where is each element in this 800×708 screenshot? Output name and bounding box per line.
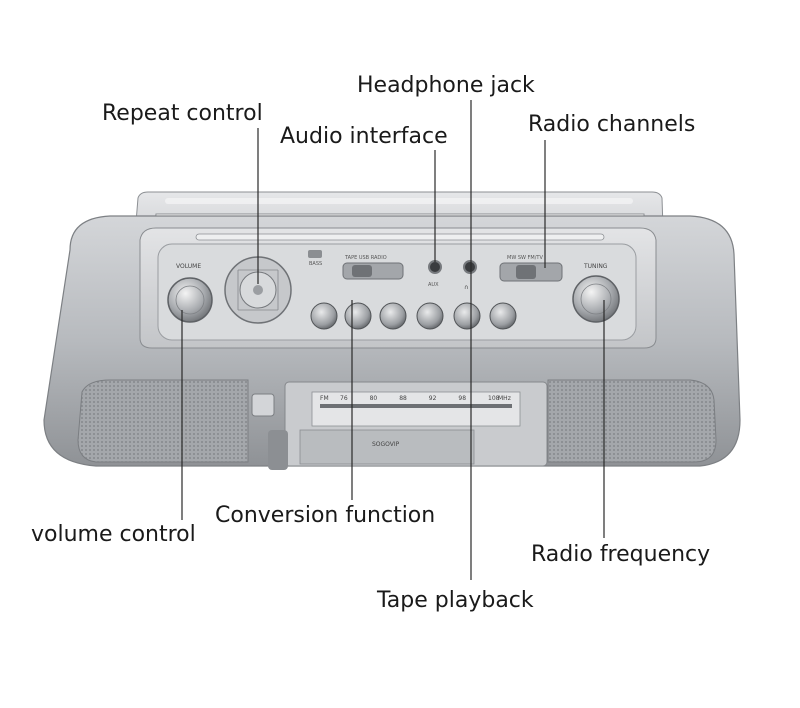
callout-radio-channels: Radio channels (526, 112, 698, 138)
source-selector-label: TAPE USB RADIO (344, 255, 387, 261)
transport-button-1[interactable] (310, 302, 338, 330)
callout-audio-interface: Audio interface (278, 124, 450, 150)
cassette-deck: FM MHz 76 80 88 92 98 108 SOGOVIP (284, 381, 548, 467)
repeat-control-pad[interactable] (224, 256, 292, 324)
tuning-label: TUNING (583, 263, 608, 270)
dial-scale-label: 80 (370, 395, 378, 402)
headphone-icon: ∩ (464, 284, 468, 291)
callout-headphone-jack: Headphone jack (355, 73, 537, 99)
left-speaker-grille (77, 379, 249, 463)
aux-label: AUX (428, 282, 439, 288)
right-speaker-grille (547, 379, 717, 463)
transport-button-5[interactable] (453, 302, 481, 330)
callout-volume-control: volume control (29, 522, 198, 548)
volume-knob[interactable] (167, 277, 213, 323)
dial-scale-label: 76 (340, 395, 348, 402)
band-selector-label: MW SW FM/TV (507, 255, 543, 261)
callout-radio-frequency: Radio frequency (529, 542, 713, 568)
dial-fm-label: FM (320, 395, 329, 402)
headphone-jack[interactable] (463, 260, 477, 274)
aux-jack[interactable] (428, 260, 442, 274)
callout-conversion-function: Conversion function (213, 503, 438, 529)
dial-scale-label: 108 (488, 395, 500, 402)
dial-mhz-label: MHz (498, 395, 511, 402)
band-selector-switch[interactable] (499, 262, 563, 282)
callout-repeat-control: Repeat control (100, 101, 265, 127)
transport-button-3[interactable] (379, 302, 407, 330)
cassette-brand-label: SOGOVIP (372, 441, 400, 448)
dial-scale-label: 88 (399, 395, 407, 402)
tuning-knob[interactable] (572, 275, 620, 323)
transport-button-4[interactable] (416, 302, 444, 330)
bass-label: BASS (309, 261, 322, 267)
transport-button-2[interactable] (344, 302, 372, 330)
dial-scale-label: 98 (458, 395, 466, 402)
bass-button[interactable] (308, 250, 322, 258)
source-selector-switch[interactable] (342, 262, 404, 280)
carry-handle (127, 191, 667, 321)
leader-lines (181, 100, 605, 580)
dial-scale-label: 92 (429, 395, 437, 402)
dial-scale: 76 80 88 92 98 108 (340, 395, 500, 402)
transport-buttons (310, 302, 517, 330)
conversion-slider[interactable] (251, 393, 288, 470)
transport-button-6[interactable] (489, 302, 517, 330)
callout-tape-playback: Tape playback (375, 588, 536, 614)
volume-label: VOLUME (176, 263, 201, 270)
